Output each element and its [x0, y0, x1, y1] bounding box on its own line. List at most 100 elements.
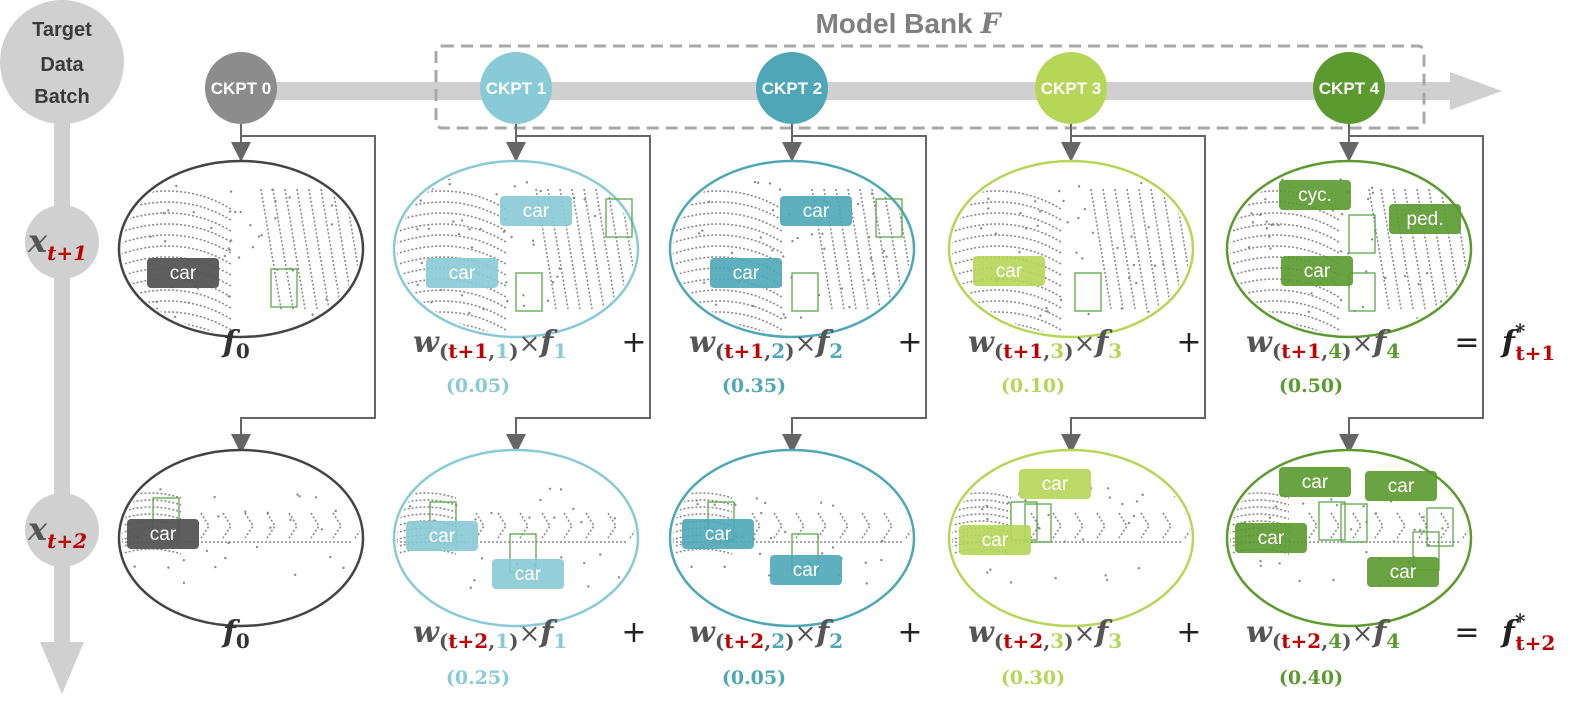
bbox-3d [1024, 503, 1052, 543]
weight-term: w(t+2,2)×f2 [689, 615, 843, 653]
ckpt-circle [1035, 52, 1107, 124]
batch-x-t2: xt+2 [27, 510, 87, 553]
bbox-3d [1074, 272, 1102, 312]
ckpt-label: CKPT 4 [1319, 79, 1380, 98]
bbox-3d [875, 198, 903, 238]
bbox-3d [1318, 501, 1346, 541]
class-label: car [1235, 523, 1307, 553]
svg-text:car: car [170, 263, 197, 284]
class-label: car [147, 258, 219, 288]
term-row2-ckpt3: w(t+2,3)×f3+(0.30) [968, 615, 1202, 689]
operator: = [1454, 615, 1479, 650]
bbox-3d [1348, 214, 1376, 254]
ckpt-label: CKPT 2 [762, 79, 822, 98]
ckpt-node-3: CKPT 3 [1035, 52, 1107, 124]
weight-value: (0.30) [1001, 667, 1065, 689]
class-label: car [406, 521, 478, 551]
panel-frame [392, 448, 640, 628]
svg-text:car: car [1042, 474, 1069, 495]
class-label: car [500, 196, 572, 226]
svg-text:ped.: ped. [1407, 209, 1444, 230]
ckpt-label: CKPT 0 [211, 79, 271, 98]
svg-text:car: car [1258, 528, 1285, 549]
ckpt-circle [480, 52, 552, 124]
operator: = [1454, 325, 1479, 360]
right-arrow-icon [1450, 72, 1502, 110]
ckpt-node-2: CKPT 2 [756, 52, 828, 124]
operator: + [897, 325, 922, 360]
operator: + [1176, 615, 1201, 650]
operator: + [621, 325, 646, 360]
svg-text:car: car [523, 201, 550, 222]
svg-text:car: car [1388, 476, 1415, 497]
panel-row1-ckpt0: car [117, 159, 365, 339]
svg-text:car: car [1302, 472, 1329, 493]
class-label: car [426, 258, 498, 288]
connector-ckpt-3-row2 [1061, 135, 1206, 454]
target-label-line1: Target [32, 19, 92, 41]
panel-row2-ckpt2: car car [668, 448, 916, 628]
checkpoint-nodes: CKPT 0 CKPT 1 CKPT 2 CKPT 3 CKPT 4 [205, 52, 1385, 124]
ckpt-label: CKPT 1 [486, 79, 546, 98]
class-label: car [1279, 467, 1351, 497]
svg-text:car: car [150, 524, 177, 545]
svg-text:car: car [515, 564, 542, 585]
class-label: car [492, 559, 564, 589]
ckpt-node-4: CKPT 4 [1313, 52, 1385, 124]
term-row1-ckpt2: w(t+1,2)×f2+(0.35) [689, 325, 923, 397]
weight-value: (0.10) [1001, 375, 1065, 397]
target-label-line2: Data [40, 54, 84, 76]
result-row1: f*t+1 [1500, 319, 1555, 365]
weight-value: (0.05) [722, 667, 786, 689]
svg-text:car: car [793, 560, 820, 581]
svg-text:car: car [429, 526, 456, 547]
term-row2-ckpt1: w(t+2,1)×f1+(0.25) [413, 615, 647, 689]
panel-row2-ckpt1: car car [392, 448, 640, 628]
ckpt-circle [1313, 52, 1385, 124]
panel-frame [117, 448, 365, 628]
ckpt-circle [205, 52, 277, 124]
weight-value: (0.50) [1279, 375, 1343, 397]
bbox-3d [270, 268, 298, 308]
ckpt-node-0: CKPT 0 [205, 52, 277, 124]
class-label: car [973, 256, 1045, 286]
weight-value: (0.35) [722, 375, 786, 397]
class-label: car [1365, 471, 1437, 501]
ckpt-node-1: CKPT 1 [480, 52, 552, 124]
connector-ckpt-0-row2 [231, 135, 376, 454]
batch-node-t1 [25, 205, 99, 279]
bbox-3d [515, 272, 543, 312]
svg-text:car: car [1304, 261, 1331, 282]
connector-ckpt-1-row2 [506, 135, 651, 454]
ckpt-label: CKPT 3 [1041, 79, 1101, 98]
svg-text:car: car [449, 263, 476, 284]
svg-text:car: car [733, 263, 760, 284]
svg-text:car: car [803, 201, 830, 222]
term-row1-ckpt4: w(t+1,4)×f4 = (0.50) [1246, 325, 1480, 397]
class-label: car [780, 196, 852, 226]
weight-term: w(t+1,4)×f4 [1246, 325, 1400, 363]
panel-row1-ckpt1: car car [392, 159, 640, 339]
class-label: car [1281, 256, 1353, 286]
target-data-batch-node [0, 0, 124, 124]
panel-frame [117, 159, 365, 339]
result-row2: f*t+2 [1500, 609, 1555, 655]
connector-ckpt-2-row2 [782, 135, 927, 454]
class-label: ped. [1389, 204, 1461, 234]
operator: + [897, 615, 922, 650]
bbox-3d [1348, 272, 1376, 312]
class-label: car [710, 258, 782, 288]
svg-text:cyc.: cyc. [1298, 185, 1332, 206]
svg-text:car: car [996, 261, 1023, 282]
weight-value: (0.05) [446, 375, 510, 397]
svg-text:car: car [982, 530, 1009, 551]
class-label: car [682, 519, 754, 549]
weight-value: (0.25) [446, 667, 510, 689]
class-label: cyc. [1279, 180, 1351, 210]
connector-ckpt-4-row2 [1339, 135, 1484, 454]
